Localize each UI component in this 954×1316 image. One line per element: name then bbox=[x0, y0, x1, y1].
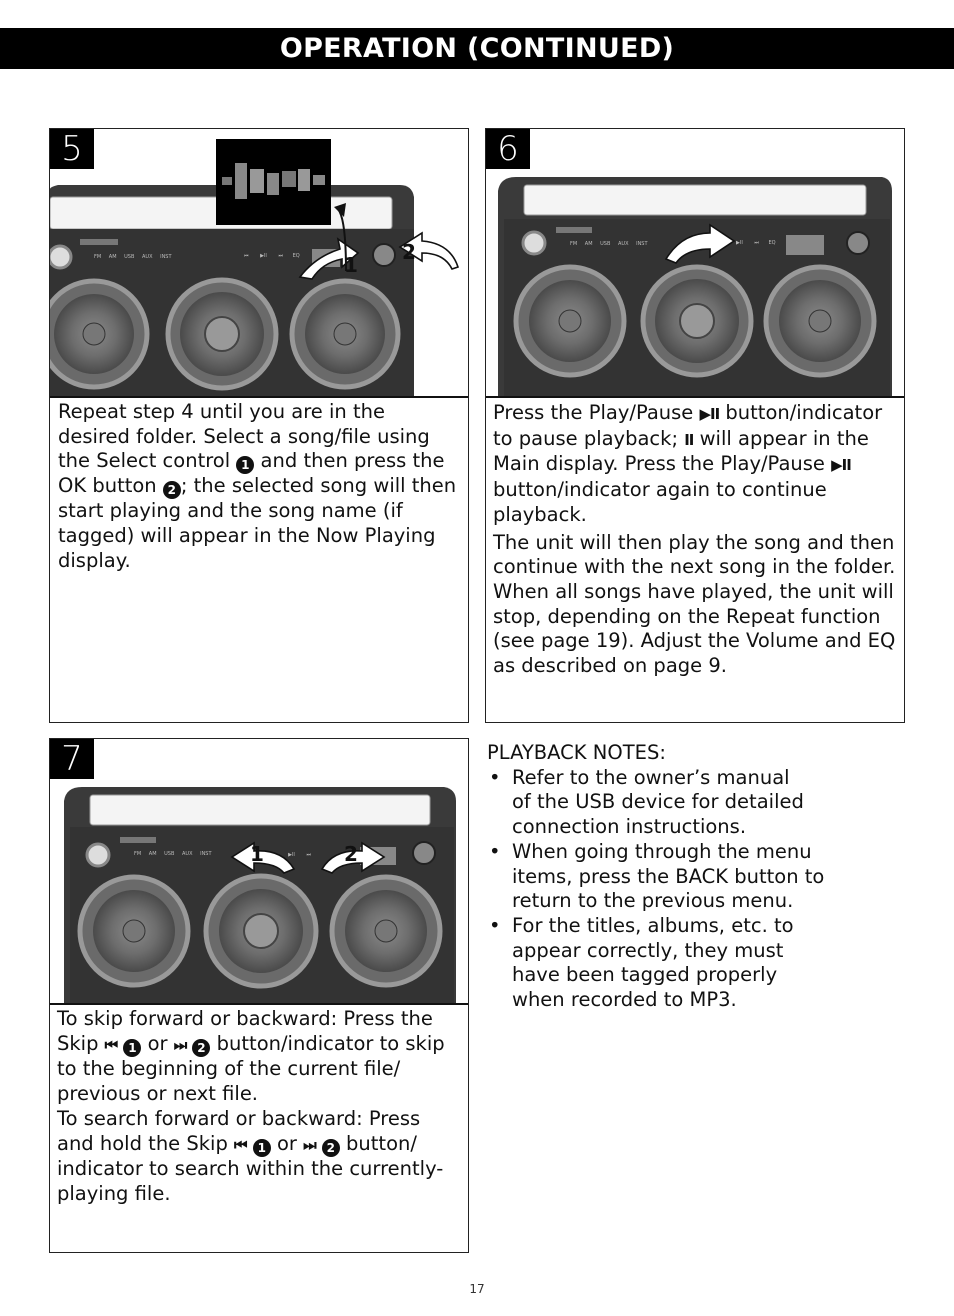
step-7-callout-1: 1 bbox=[250, 842, 264, 866]
step-5-text: Repeat step 4 until you are in the desir… bbox=[58, 400, 457, 572]
play-pause-icon: ▶II bbox=[831, 456, 852, 475]
step-7-callout-2: 2 bbox=[344, 842, 358, 866]
list-item: Refer to the owner’s manual of the USB d… bbox=[487, 766, 812, 840]
page-number: 17 bbox=[469, 1282, 485, 1296]
step-5-number: 5 bbox=[50, 129, 94, 169]
step-7-illustration: FM AM USB AUX INST ⏮ ▶II ⏭ 1 2 bbox=[64, 787, 456, 1005]
callout-2-badge: 2 bbox=[321, 1138, 340, 1157]
step-5-label-fm: FM bbox=[94, 254, 101, 260]
list-item: When going through the menu items, press… bbox=[487, 840, 832, 914]
playback-notes-list: Refer to the owner’s manual of the USB d… bbox=[487, 766, 907, 1013]
play-pause-icon: ▶II bbox=[699, 405, 721, 423]
playback-notes-title: PLAYBACK NOTES: bbox=[487, 741, 666, 764]
callout-1-badge: 1 bbox=[123, 1038, 142, 1057]
skip-back-icon: ⏮ bbox=[234, 1135, 247, 1154]
svg-text:FM AM USB AU: FM AM USB AUX INST bbox=[94, 254, 172, 260]
callout-2-badge: 2 bbox=[162, 481, 181, 500]
step-5-callout-2: 2 bbox=[402, 240, 416, 264]
step-7-number: 7 bbox=[50, 739, 94, 779]
step-7-paragraph-2: To search forward or backward: Press and… bbox=[57, 1106, 444, 1205]
step-5-callout-1: 1 bbox=[344, 253, 358, 277]
step-5-divider bbox=[50, 396, 468, 398]
step-7-text: To skip forward or backward: Press the S… bbox=[57, 1007, 462, 1207]
page-title: OPERATION (CONTINUED) bbox=[279, 33, 675, 64]
skip-forward-icon: ⏭ bbox=[303, 1135, 316, 1154]
step-6-text: Press the Play/Pause ▶II button/indicato… bbox=[493, 401, 898, 679]
step-7-paragraph-1: To skip forward or backward: Press the S… bbox=[57, 1007, 445, 1106]
svg-text:⏮ ▶II ⏭ EQ: ⏮ ▶II ⏭ EQ bbox=[244, 253, 300, 259]
step-6-illustration: FM AM USB AUX INST ▶II ⏭ EQ bbox=[498, 177, 892, 397]
step-6-panel: 6 FM AM USB AUX INST ▶II ⏭ EQ P bbox=[485, 128, 905, 723]
step-6-paragraph-1: Press the Play/Pause ▶II button/indicato… bbox=[493, 401, 883, 526]
skip-forward-icon: ⏭ bbox=[173, 1035, 187, 1054]
svg-text:▶II ⏭ EQ: ▶II ⏭ EQ bbox=[736, 240, 776, 246]
callout-1-badge: 1 bbox=[236, 456, 255, 475]
step-6-number: 6 bbox=[486, 129, 530, 169]
skip-back-icon: ⏮ bbox=[104, 1035, 118, 1054]
pause-icon: II bbox=[684, 430, 694, 449]
step-7-panel: 7 FM AM USB AUX INST ⏮ ▶II ⏭ bbox=[49, 738, 469, 1253]
callout-2-badge: 2 bbox=[192, 1038, 211, 1057]
list-item: For the titles, albums, etc. to appear c… bbox=[487, 914, 812, 1013]
callout-1-badge: 1 bbox=[252, 1138, 271, 1157]
playback-notes: PLAYBACK NOTES: Refer to the owner’s man… bbox=[487, 741, 907, 1013]
step-5-illustration: FM AM USB AUX INST ⏮ ▶II ⏭ EQ bbox=[50, 139, 460, 397]
step-6-paragraph-2: The unit will then play the song and the… bbox=[493, 530, 896, 678]
header-banner: OPERATION (CONTINUED) bbox=[0, 28, 954, 69]
step-7-divider bbox=[50, 1003, 468, 1005]
svg-text:FM AM USB AU: FM AM USB AUX INST bbox=[570, 241, 648, 247]
svg-text:FM AM USB AU: FM AM USB AUX INST bbox=[134, 851, 212, 857]
step-5-panel: 5 FM AM USB AUX INST ⏮ ▶II ⏭ EQ bbox=[49, 128, 469, 723]
step-6-divider bbox=[486, 396, 904, 398]
